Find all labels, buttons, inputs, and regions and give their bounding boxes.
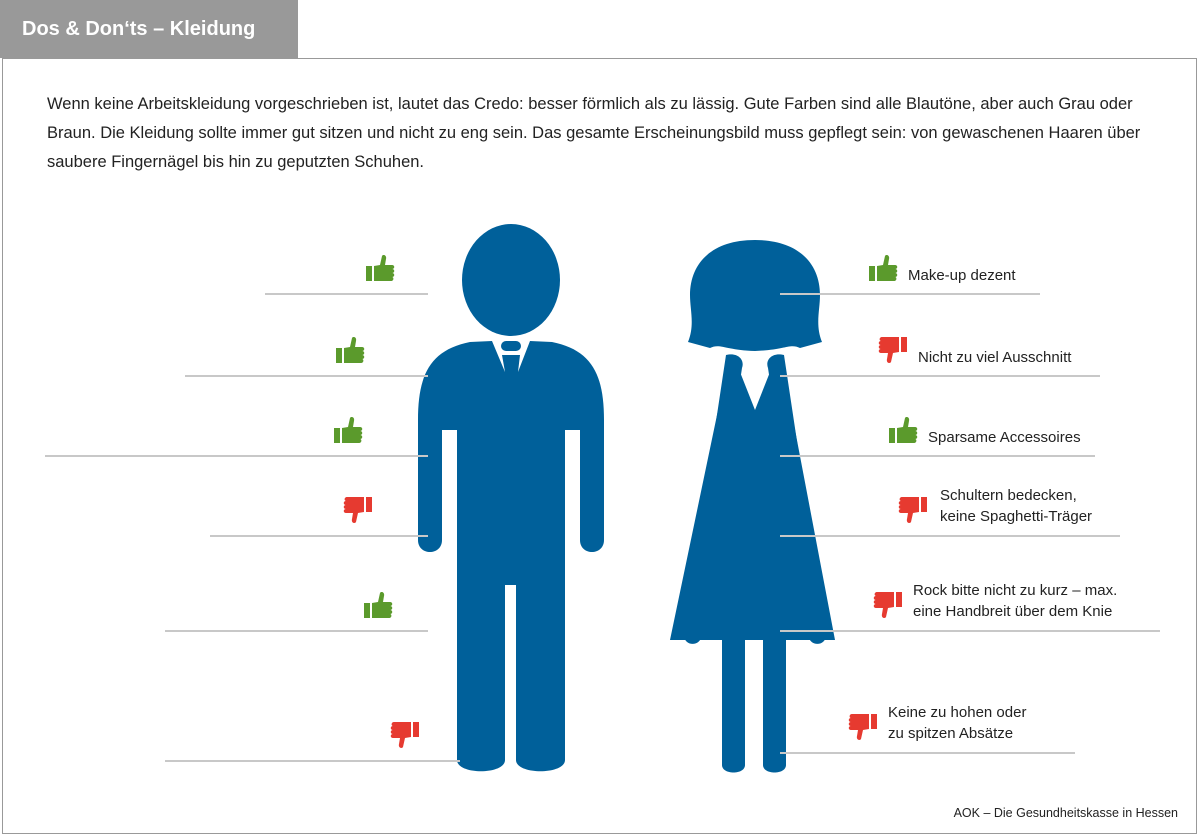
thumbs-up-icon [868,253,898,283]
man-figure [418,224,604,772]
thumbs-up-icon [888,415,918,445]
thumbs-down-icon [343,495,373,525]
thumbs-down-icon [873,590,903,620]
leader-line [780,630,1160,632]
thumbs-down-icon [848,712,878,742]
thumbs-up-icon [333,415,363,445]
thumbs-down-icon [878,335,908,365]
leader-line [780,752,1075,754]
thumbs-down-icon [898,495,928,525]
leader-line [165,630,428,632]
leader-line [780,375,1100,377]
tip-text-line: eine Handbreit über dem Knie [913,603,1113,620]
tip-text-line: Make-up dezent [908,267,1016,284]
tip-text-line: zu spitzen Absätze [888,725,1014,742]
woman-figure [670,240,835,773]
tip-text-line: Sparsame Accessoires [928,429,1081,446]
tip-text-line: Nicht zu viel Ausschnitt [918,349,1072,366]
leader-line [265,293,428,295]
leader-line [45,455,428,457]
thumbs-up-icon [363,590,393,620]
leader-line [185,375,428,377]
leader-line [210,535,428,537]
page-title: Dos & Don‘ts – Kleidung [0,0,298,58]
tip-text-line: keine Spaghetti-Träger [940,508,1093,525]
intro-text: Wenn keine Arbeitskleidung vorgeschriebe… [47,95,1141,171]
footer-credit: AOK – Die Gesundheitskasse in Hessen [953,806,1178,820]
tip-text-line: Schultern bedecken, [940,487,1077,504]
thumbs-up-icon [335,335,365,365]
leader-line [780,535,1120,537]
leader-line [780,293,1040,295]
tip-text-line: Rock bitte nicht zu kurz – max. [913,582,1118,599]
content-frame [2,58,1197,834]
leader-line [165,760,460,762]
tip-text-line: Keine zu hohen oder [888,704,1027,721]
thumbs-up-icon [365,253,395,283]
thumbs-down-icon [390,720,420,750]
leader-line [780,455,1095,457]
